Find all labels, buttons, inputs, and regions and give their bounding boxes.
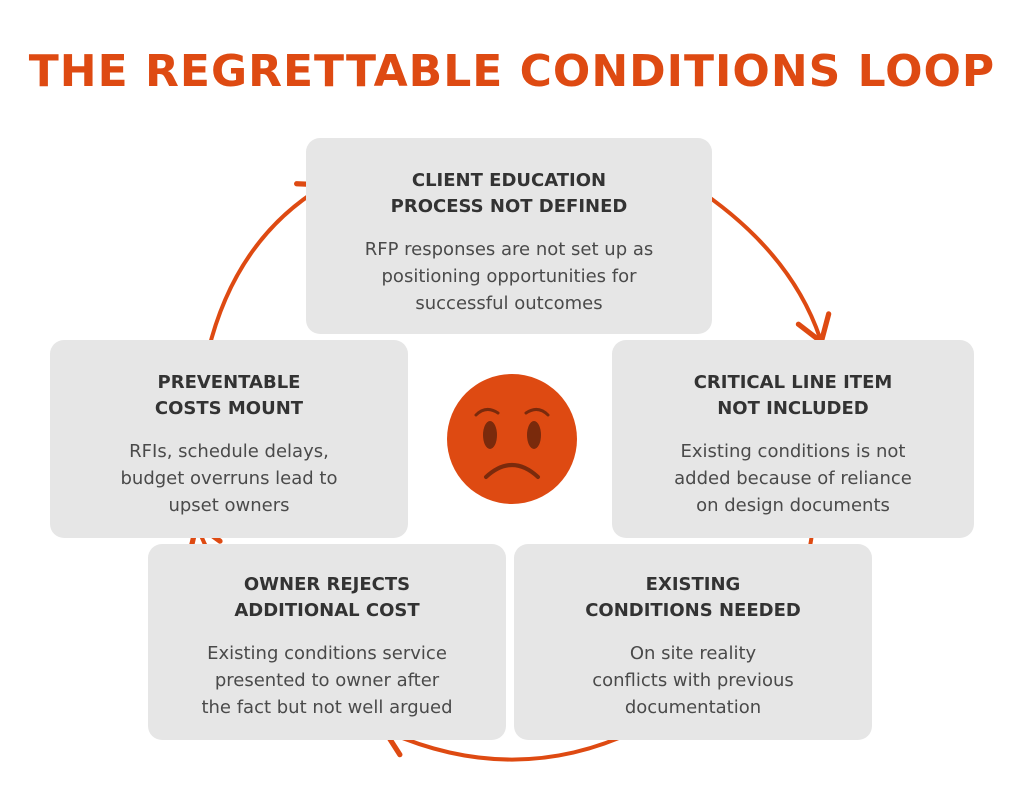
step-critical-line-item: CRITICAL LINE ITEM NOT INCLUDED Existing…	[612, 340, 974, 538]
step-description: RFP responses are not set up as position…	[364, 239, 654, 314]
step-heading: PREVENTABLE COSTS MOUNT	[154, 372, 304, 419]
step-description: Existing conditions service presented to…	[201, 643, 453, 718]
step-preventable-costs: PREVENTABLE COSTS MOUNT RFIs, schedule d…	[50, 340, 408, 538]
sad-face-icon	[447, 374, 577, 504]
step-description: On site reality conflicts with previous …	[592, 643, 794, 718]
arrow-client-to-critical	[691, 184, 832, 345]
page-title: THE REGRETTABLE CONDITIONS LOOP	[28, 46, 996, 97]
step-description: Existing conditions is not added because…	[674, 441, 912, 516]
arrow-costs-to-client	[206, 181, 329, 354]
step-heading: EXISTING CONDITIONS NEEDED	[585, 574, 801, 621]
step-existing-conditions: EXISTING CONDITIONS NEEDED On site reali…	[514, 544, 872, 740]
step-heading: OWNER REJECTS ADDITIONAL COST	[234, 574, 420, 621]
step-client-education: CLIENT EDUCATION PROCESS NOT DEFINED RFP…	[306, 138, 712, 334]
step-heading: CLIENT EDUCATION PROCESS NOT DEFINED	[390, 170, 628, 217]
step-owner-rejects: OWNER REJECTS ADDITIONAL COST Existing c…	[148, 544, 506, 740]
step-description: RFIs, schedule delays, budget overruns l…	[120, 441, 338, 516]
step-heading: CRITICAL LINE ITEM NOT INCLUDED	[693, 372, 893, 419]
